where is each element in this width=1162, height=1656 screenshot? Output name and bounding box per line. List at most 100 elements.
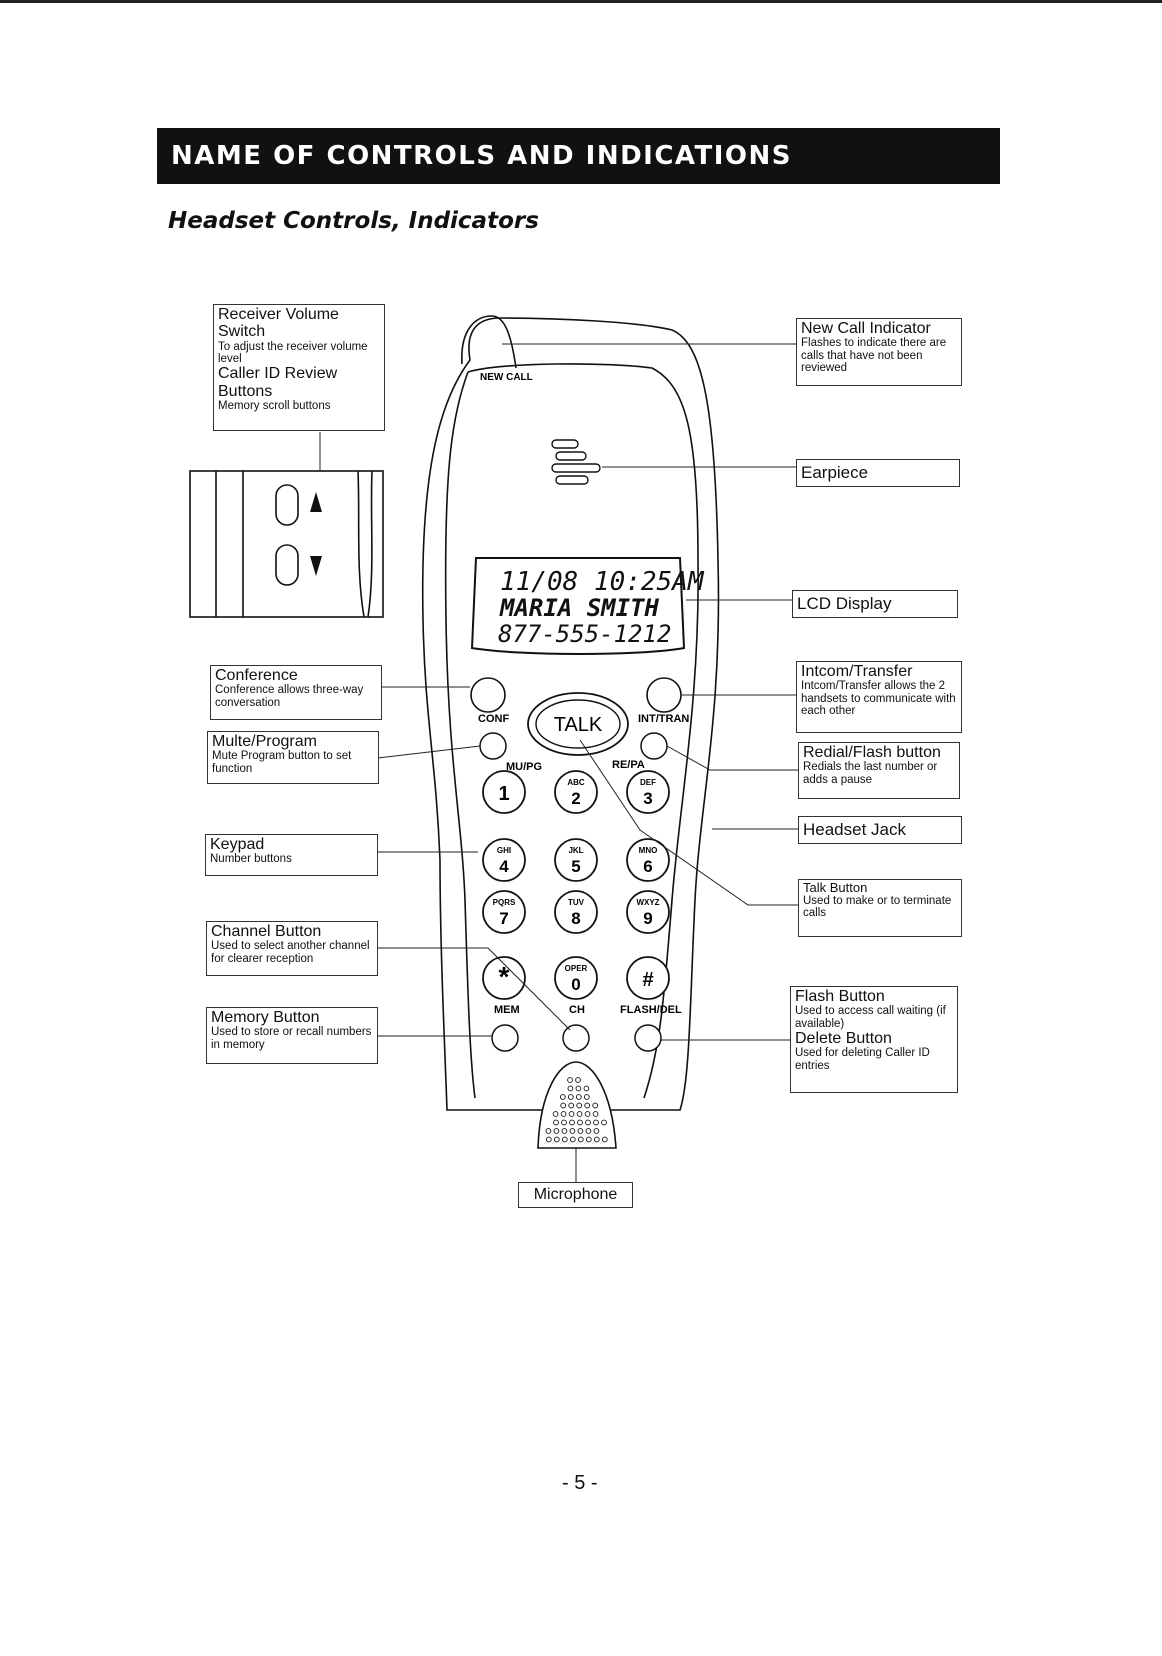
microphone-hole [592, 1111, 599, 1117]
key-1[interactable] [482, 770, 526, 814]
callout-earpiece: Earpiece [796, 459, 960, 487]
key-4[interactable] [482, 838, 526, 882]
microphone-hole [601, 1136, 608, 1143]
key-letters: TUV [568, 898, 585, 907]
microphone-hole [553, 1128, 560, 1134]
redial-flash-title: Redial/Flash button [803, 744, 941, 761]
page-number: - 5 - [562, 1472, 598, 1494]
keypad: 1ABC2DEF3GHI4JKL5MNO6PQRS7TUV8WXYZ9*OPER… [482, 770, 670, 1000]
callout-headset-jack: Headset Jack [798, 816, 962, 844]
microphone-hole [545, 1136, 552, 1143]
microphone-hole [568, 1102, 575, 1109]
memory-label: MEM [494, 1004, 520, 1016]
key-2[interactable] [554, 770, 598, 814]
callout-flash-delete: Flash Button Used to access call waiting… [790, 986, 958, 1093]
microphone-hole [592, 1102, 599, 1109]
microphone-hole [561, 1119, 567, 1126]
microphone-hole [601, 1119, 607, 1126]
channel-button-title: Channel Button [211, 923, 322, 940]
memory-button [491, 1024, 519, 1052]
key-6[interactable] [626, 838, 670, 882]
redial-pause-label: RE/PA [612, 759, 645, 771]
key-3[interactable] [626, 770, 670, 814]
key-star[interactable] [482, 956, 526, 1000]
section-banner: NAME OF CONTROLS AND INDICATIONS [157, 128, 1000, 184]
key-pound[interactable] [626, 956, 670, 1000]
callout-memory-button: Memory Button Used to store or recall nu… [206, 1007, 378, 1064]
volume-switch-inset [189, 470, 384, 618]
microphone-hole [585, 1136, 592, 1143]
key-0[interactable] [554, 956, 598, 1000]
volume-down-arrow-icon [310, 556, 322, 576]
microphone-hole [569, 1136, 576, 1143]
microphone-hole [569, 1128, 576, 1134]
key-8[interactable] [554, 890, 598, 934]
microphone-hole [584, 1102, 591, 1109]
lcd-display-frame [470, 557, 686, 655]
flash-button-desc: Used to access call waiting (if availabl… [795, 1005, 946, 1030]
microphone-hole [567, 1077, 573, 1083]
key-digit: 8 [571, 909, 580, 928]
microphone-holes [545, 1077, 608, 1143]
new-call-label: NEW CALL [480, 372, 533, 383]
callout-intercom-transfer: Intcom/Transfer Intcom/Transfer allows t… [796, 661, 962, 733]
microphone-hole [559, 1094, 566, 1100]
microphone-hole [561, 1128, 568, 1134]
key-digit: 6 [643, 857, 652, 876]
microphone-hole [561, 1136, 568, 1143]
flash-button-title: Flash Button [795, 988, 885, 1005]
key-letters: OPER [565, 964, 588, 973]
microphone-hole [576, 1102, 583, 1109]
key-letters: MNO [639, 846, 658, 855]
flash-delete-label: FLASH/DEL [620, 1004, 682, 1016]
microphone-title: Microphone [533, 1186, 618, 1203]
key-9[interactable] [626, 890, 670, 934]
microphone-hole [569, 1119, 575, 1126]
talk-label: TALK [554, 714, 603, 736]
microphone-hole [583, 1094, 590, 1100]
key-letters: PQRS [493, 898, 516, 907]
receiver-volume-title: Receiver Volume Switch [218, 306, 339, 341]
microphone-hole [560, 1102, 567, 1109]
microphone-hole [575, 1085, 582, 1092]
caller-id-review-title: Caller ID Review Buttons [218, 365, 338, 400]
microphone-hole [577, 1136, 584, 1143]
microphone-hole [567, 1085, 574, 1092]
key-digit: * [499, 961, 510, 992]
talk-button-title: Talk Button [803, 880, 868, 895]
handset-body-outline [421, 317, 720, 1111]
key-letters: DEF [640, 778, 656, 787]
microphone-hole [593, 1136, 600, 1143]
channel-label: CH [569, 1004, 585, 1016]
new-call-indicator-desc: Flashes to indicate there are calls that… [801, 337, 947, 375]
callout-talk-button: Talk Button Used to make or to terminate… [798, 879, 962, 937]
intercom-transfer-desc: Intcom/Transfer allows the 2 handsets to… [801, 680, 956, 718]
key-digit: 1 [498, 783, 509, 805]
microphone-hole [584, 1111, 591, 1117]
headset-jack-title: Headset Jack [803, 820, 906, 839]
microphone-hole [575, 1077, 581, 1083]
mute-program-label: MU/PG [506, 761, 542, 773]
callout-conference: Conference Conference allows three-way c… [210, 665, 382, 720]
callout-channel-button: Channel Button Used to select another ch… [206, 921, 378, 976]
flash-delete-button [634, 1024, 662, 1052]
key-digit: 2 [571, 789, 580, 808]
channel-button [562, 1024, 590, 1052]
keypad-title: Keypad [210, 836, 265, 853]
key-7[interactable] [482, 890, 526, 934]
microphone-hole [545, 1128, 552, 1134]
lcd-line-3: 877-555-1212 [498, 620, 671, 648]
key-digit: 4 [499, 857, 509, 876]
key-5[interactable] [554, 838, 598, 882]
intcom-transfer-label: INT/TRAN [638, 713, 689, 725]
conf-button [470, 677, 506, 713]
earpiece-title: Earpiece [801, 463, 869, 482]
handset-inner-outline-left [444, 371, 476, 1099]
conference-desc: Conference allows three-way conversation [215, 684, 364, 709]
channel-button-desc: Used to select another channel for clear… [211, 940, 370, 965]
callout-receiver-volume: Receiver Volume Switch To adjust the rec… [213, 304, 385, 431]
antenna [461, 315, 517, 369]
mute-program-title: Multe/Program [212, 733, 317, 750]
key-digit: 0 [571, 975, 580, 994]
